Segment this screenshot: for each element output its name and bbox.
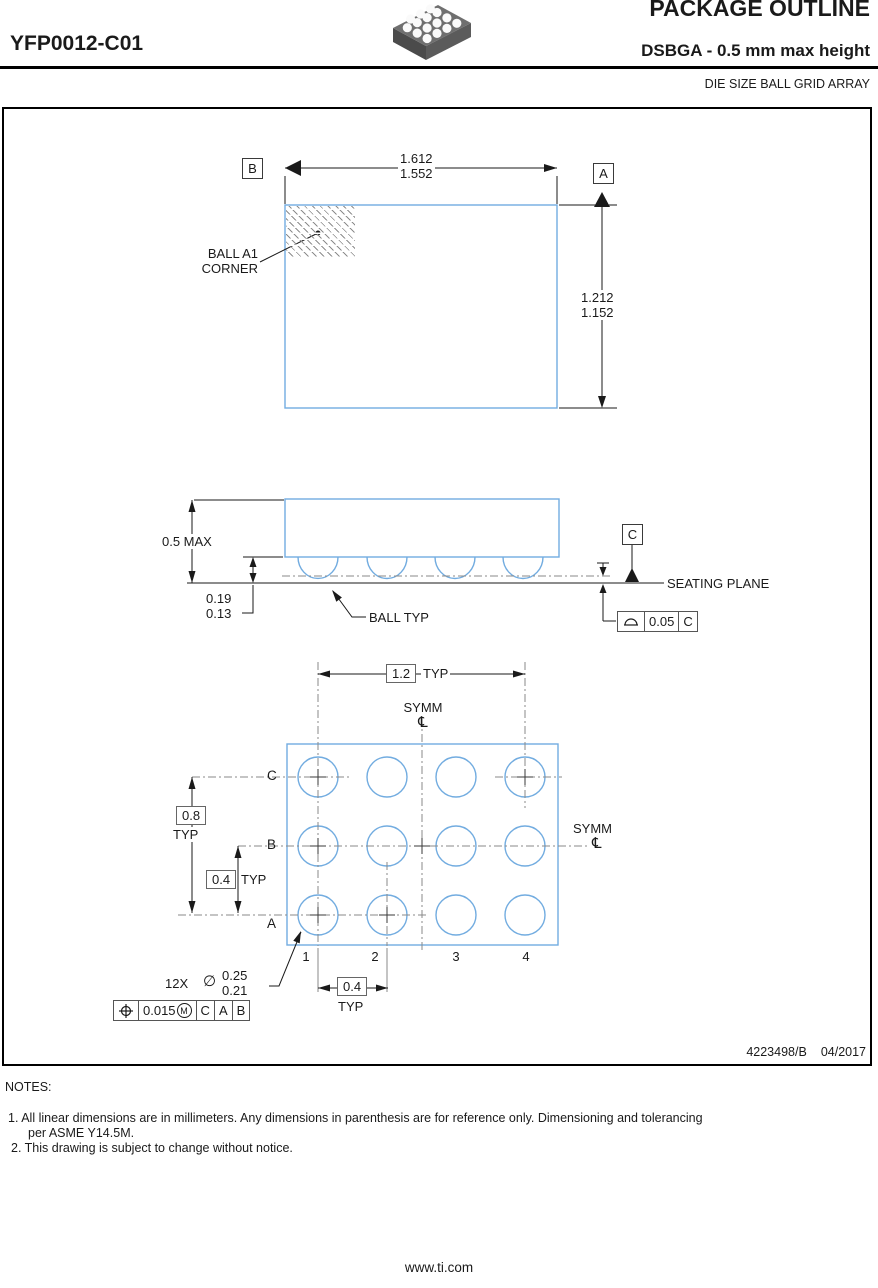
bga-package-icon bbox=[393, 4, 471, 60]
package-subtitle: DSBGA - 0.5 mm max height bbox=[641, 41, 870, 60]
mmc-modifier-icon: M bbox=[176, 1003, 192, 1018]
pitch-span-y-dimension: 0.8 bbox=[176, 806, 207, 825]
note-2: 2. This drawing is subject to change wit… bbox=[11, 1141, 293, 1155]
row-label-b: B bbox=[267, 837, 277, 852]
flatness-value: 0.05 bbox=[644, 612, 678, 631]
symm-top-label: SYMM bbox=[403, 700, 443, 715]
package-family: DIE SIZE BALL GRID ARRAY bbox=[704, 77, 870, 91]
flatness-datum: C bbox=[678, 612, 696, 631]
max-height-dimension: 0.5 MAX bbox=[160, 534, 214, 549]
part-number: YFP0012-C01 bbox=[10, 32, 144, 55]
pitch-x-typ: TYP bbox=[338, 999, 364, 1014]
col-label-4: 4 bbox=[522, 949, 530, 964]
flatness-control-frame: 0.05 C bbox=[617, 611, 698, 632]
datum-a-box: A bbox=[593, 163, 614, 184]
position-icon bbox=[114, 1001, 138, 1020]
position-datum-2: A bbox=[213, 1001, 232, 1020]
pitch-x-dimension: 0.4 bbox=[337, 977, 368, 996]
note-1-line-1: 1. All linear dimensions are in millimet… bbox=[8, 1111, 703, 1125]
position-datum-1: C bbox=[195, 1001, 214, 1020]
width-dimension: 1.612 1.552 bbox=[398, 151, 435, 181]
diameter-symbol: ∅ bbox=[203, 973, 217, 990]
height-dimension: 1.212 1.152 bbox=[579, 290, 616, 320]
col-label-3: 3 bbox=[452, 949, 460, 964]
position-control-frame: 0.015 M C A B bbox=[113, 1000, 251, 1021]
position-tolerance: 0.015 M bbox=[138, 1001, 196, 1020]
position-datum-3: B bbox=[231, 1001, 250, 1020]
header-divider bbox=[0, 66, 878, 69]
centerline-symbol-top: ℄ bbox=[418, 713, 428, 731]
symm-right-label: SYMM bbox=[573, 821, 612, 836]
datum-c-box: C bbox=[622, 524, 643, 545]
pitch-span-x-dimension: 1.2 bbox=[386, 664, 417, 683]
height-min: 1.152 bbox=[581, 305, 614, 320]
ball-diameter-dimension: 0.25 0.21 bbox=[222, 968, 248, 998]
note-1-line-2: per ASME Y14.5M. bbox=[28, 1126, 135, 1140]
ball-a1-corner-label: BALL A1 CORNER bbox=[201, 246, 258, 276]
page-title: PACKAGE OUTLINE bbox=[649, 0, 870, 21]
pitch-y-dimension: 0.4 bbox=[206, 870, 237, 889]
title-block: 4223498/B 04/2017 bbox=[746, 1045, 866, 1059]
width-min: 1.552 bbox=[400, 166, 433, 181]
height-max: 1.212 bbox=[581, 290, 614, 305]
ball-count: 12X bbox=[165, 976, 189, 991]
datum-b-box: B bbox=[242, 158, 263, 179]
drawing-number: 4223498/B bbox=[746, 1045, 807, 1059]
col-label-2: 2 bbox=[371, 949, 379, 964]
width-max: 1.612 bbox=[400, 151, 433, 166]
pitch-span-y-typ: TYP bbox=[171, 827, 201, 842]
seating-plane-label: SEATING PLANE bbox=[667, 576, 770, 591]
row-label-a: A bbox=[267, 916, 277, 931]
pitch-y-typ: TYP bbox=[241, 872, 267, 887]
row-label-c: C bbox=[267, 768, 277, 783]
ball-height-dimension: 0.19 0.13 bbox=[206, 591, 232, 621]
centerline-symbol-right: ℄ bbox=[592, 834, 602, 852]
notes-title: NOTES: bbox=[5, 1080, 52, 1094]
profile-surface-icon bbox=[618, 612, 644, 631]
revision-date: 04/2017 bbox=[820, 1045, 866, 1059]
pitch-span-x-typ: TYP bbox=[421, 666, 451, 681]
ball-typ-label: BALL TYP bbox=[369, 610, 429, 625]
col-label-1: 1 bbox=[302, 949, 310, 964]
ball-a1-corner-hatch bbox=[286, 206, 355, 258]
drawing-border bbox=[2, 107, 872, 1066]
website-link: www.ti.com bbox=[404, 1260, 474, 1275]
